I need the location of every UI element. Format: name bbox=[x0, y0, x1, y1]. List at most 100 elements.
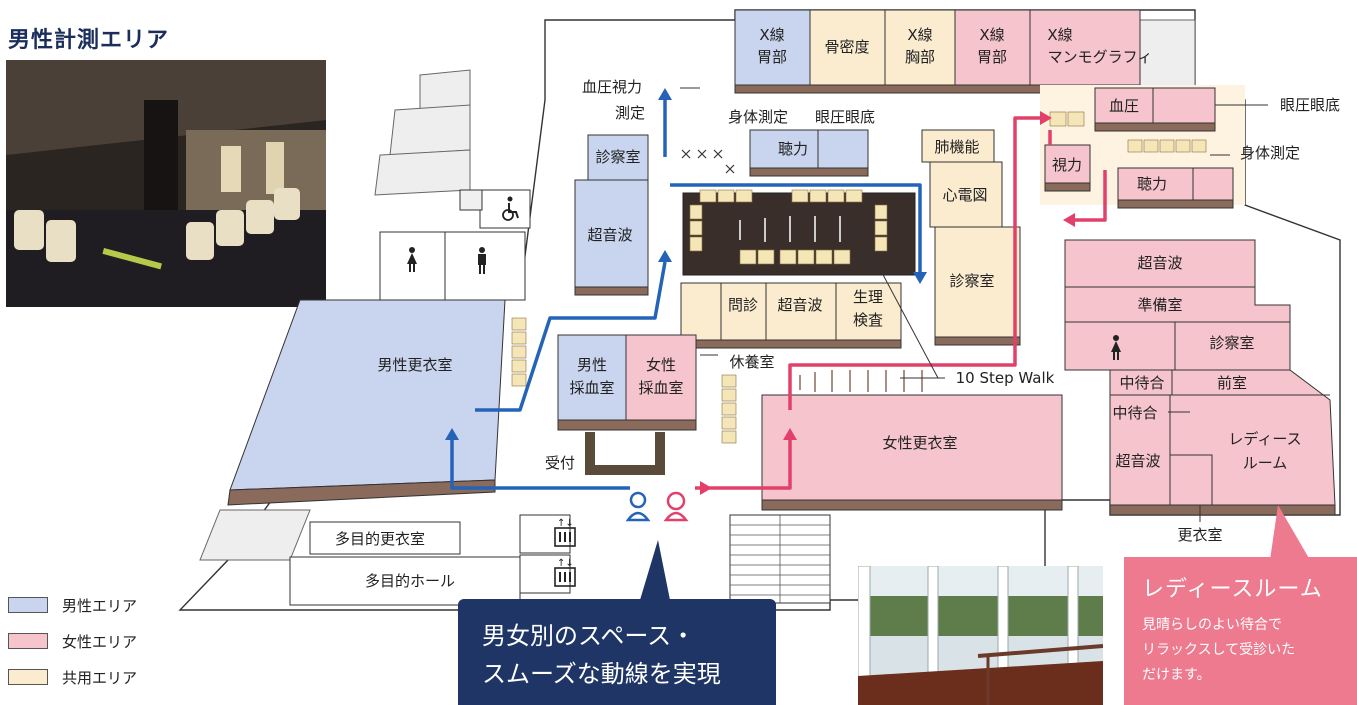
label-female-blood-a: 女性 bbox=[646, 356, 676, 374]
page-title: 男性計測エリア bbox=[8, 27, 170, 53]
room-male-locker bbox=[229, 299, 506, 491]
label-male-locker: 男性更衣室 bbox=[377, 356, 452, 374]
label-exam-c: 診察室 bbox=[949, 272, 994, 290]
legend-item-male: 男性エリア bbox=[8, 594, 137, 616]
label-xray-chest-a: X線 bbox=[907, 26, 932, 44]
lounge-photo bbox=[6, 60, 326, 307]
label-hearing-m: 聴力 bbox=[778, 140, 808, 158]
ladies-callout-body-1: 見晴らしのよい待合で bbox=[1142, 617, 1282, 633]
label-xray-chest-b: 胸部 bbox=[905, 48, 935, 66]
legend-swatch-female bbox=[8, 633, 48, 649]
room-hearing-m bbox=[749, 129, 819, 169]
label-body-m: 身体測定 bbox=[728, 108, 788, 126]
label-bp-f: 血圧 bbox=[1109, 97, 1139, 115]
female-suite bbox=[1064, 239, 1336, 506]
label-physio-a: 生理 bbox=[853, 288, 883, 306]
room-lung bbox=[921, 129, 995, 163]
ladies-callout-body-3: だけます。 bbox=[1142, 667, 1211, 683]
label-exam-m: 診察室 bbox=[595, 148, 640, 166]
room-hearing-f bbox=[1117, 167, 1194, 201]
room-ecg bbox=[929, 161, 1003, 228]
ladies-callout-body-2: リラックスして受診いた bbox=[1142, 642, 1296, 658]
legend-item-female: 女性エリア bbox=[8, 630, 137, 652]
room-female-blood bbox=[625, 334, 697, 421]
label-xray-stomach-1-a: X線 bbox=[759, 26, 784, 44]
label-male-blood-b: 採血室 bbox=[569, 379, 614, 397]
label-hearing-f: 聴力 bbox=[1137, 175, 1167, 193]
ladies-callout-title: レディースルーム bbox=[1142, 577, 1323, 602]
room-xray-stomach-2 bbox=[954, 9, 1031, 86]
ladies-callout: レディースルーム 見晴らしのよい待合で リラックスして受診いた だけます。 bbox=[1124, 557, 1357, 705]
label-prep: 準備室 bbox=[1137, 296, 1182, 314]
female-toilet-icon bbox=[407, 247, 417, 272]
label-bone-density: 骨密度 bbox=[824, 38, 869, 56]
legend-swatch-male bbox=[8, 597, 48, 613]
room-xray-mammo bbox=[1029, 9, 1141, 86]
legend: 男性エリア 女性エリア 共用エリア bbox=[8, 594, 137, 702]
label-xray-stomach-2-a: X線 bbox=[979, 26, 1004, 44]
label-exam-f: 診察室 bbox=[1209, 334, 1254, 352]
label-xray-stomach-1-b: 胃部 bbox=[757, 48, 787, 66]
label-interview: 問診 bbox=[728, 296, 758, 314]
room-female-locker bbox=[761, 394, 1063, 501]
label-xray-stomach-2-b: 胃部 bbox=[977, 48, 1007, 66]
label-multi-locker: 多目的更衣室 bbox=[335, 530, 425, 548]
svg-text:↑↓: ↑↓ bbox=[557, 518, 574, 529]
room-eye-f bbox=[1152, 87, 1216, 124]
room-physio bbox=[835, 282, 902, 341]
label-multi-hall: 多目的ホール bbox=[365, 572, 455, 590]
room-multi-hall bbox=[289, 556, 521, 606]
room-male-blood bbox=[557, 334, 627, 421]
label-ultrasound-f1: 超音波 bbox=[1137, 254, 1182, 272]
label-ten-step: 10 Step Walk bbox=[956, 369, 1055, 387]
room-body-f bbox=[1192, 167, 1234, 201]
label-ecg: 心電図 bbox=[942, 186, 987, 204]
room-bone-density bbox=[809, 9, 886, 86]
label-changing: 更衣室 bbox=[1177, 526, 1222, 544]
label-bp-vision-b: 測定 bbox=[615, 104, 645, 122]
label-lung: 肺機能 bbox=[934, 138, 979, 156]
route-callout: 男女別のスペース・ スムーズな動線を実現 bbox=[458, 599, 776, 705]
label-ultrasound-f2: 超音波 bbox=[1115, 452, 1160, 470]
elevator-icon: ↑↓ bbox=[554, 518, 576, 547]
elevator-icon: ↑↓ bbox=[554, 558, 576, 587]
room-multi-locker bbox=[309, 521, 461, 555]
legend-label-female: 女性エリア bbox=[62, 632, 138, 651]
male-toilet-icon bbox=[478, 247, 486, 274]
label-xray-mammo-b: マンモグラフィ bbox=[1048, 48, 1153, 66]
label-physio-b: 検査 bbox=[853, 311, 883, 329]
svg-text:↑↓: ↑↓ bbox=[557, 558, 574, 569]
label-eye-m: 眼圧眼底 bbox=[815, 108, 875, 126]
label-waiting-1: 中待合 bbox=[1119, 374, 1164, 392]
label-xray-mammo-a: X線 bbox=[1047, 26, 1072, 44]
room-xray-stomach-1 bbox=[734, 9, 811, 86]
route-callout-line-2: スムーズな動線を実現 bbox=[482, 660, 721, 688]
label-ladies-a: レディース bbox=[1228, 430, 1301, 448]
reception-desk bbox=[585, 432, 665, 475]
label-bp-vision-a: 血圧視力 bbox=[582, 78, 642, 96]
female-toilet-icon bbox=[1111, 335, 1121, 360]
male-person-icon bbox=[625, 491, 651, 522]
route-callout-line-1: 男女別のスペース・ bbox=[482, 622, 696, 650]
room-xray-chest bbox=[884, 9, 956, 86]
label-waiting-2: 中待合 bbox=[1112, 404, 1157, 422]
legend-label-common: 共用エリア bbox=[62, 668, 138, 687]
label-ultrasound-c: 超音波 bbox=[777, 296, 822, 314]
wheelchair-icon bbox=[502, 196, 519, 221]
label-ultrasound-m: 超音波 bbox=[587, 226, 632, 244]
label-reception: 受付 bbox=[545, 454, 575, 472]
female-person-icon bbox=[663, 491, 689, 522]
label-female-locker: 女性更衣室 bbox=[882, 434, 957, 452]
label-male-blood-a: 男性 bbox=[577, 356, 607, 374]
label-body-f: 身体測定 bbox=[1240, 144, 1300, 162]
room-eye-m bbox=[817, 129, 869, 169]
label-front: 前室 bbox=[1217, 374, 1247, 392]
legend-item-common: 共用エリア bbox=[8, 666, 137, 688]
legend-swatch-common bbox=[8, 669, 48, 685]
room-vision-f bbox=[1044, 144, 1091, 184]
legend-label-male: 男性エリア bbox=[62, 596, 138, 615]
label-ladies-b: ルーム bbox=[1243, 454, 1288, 472]
room-rest bbox=[680, 282, 722, 341]
view-photo bbox=[858, 566, 1103, 705]
